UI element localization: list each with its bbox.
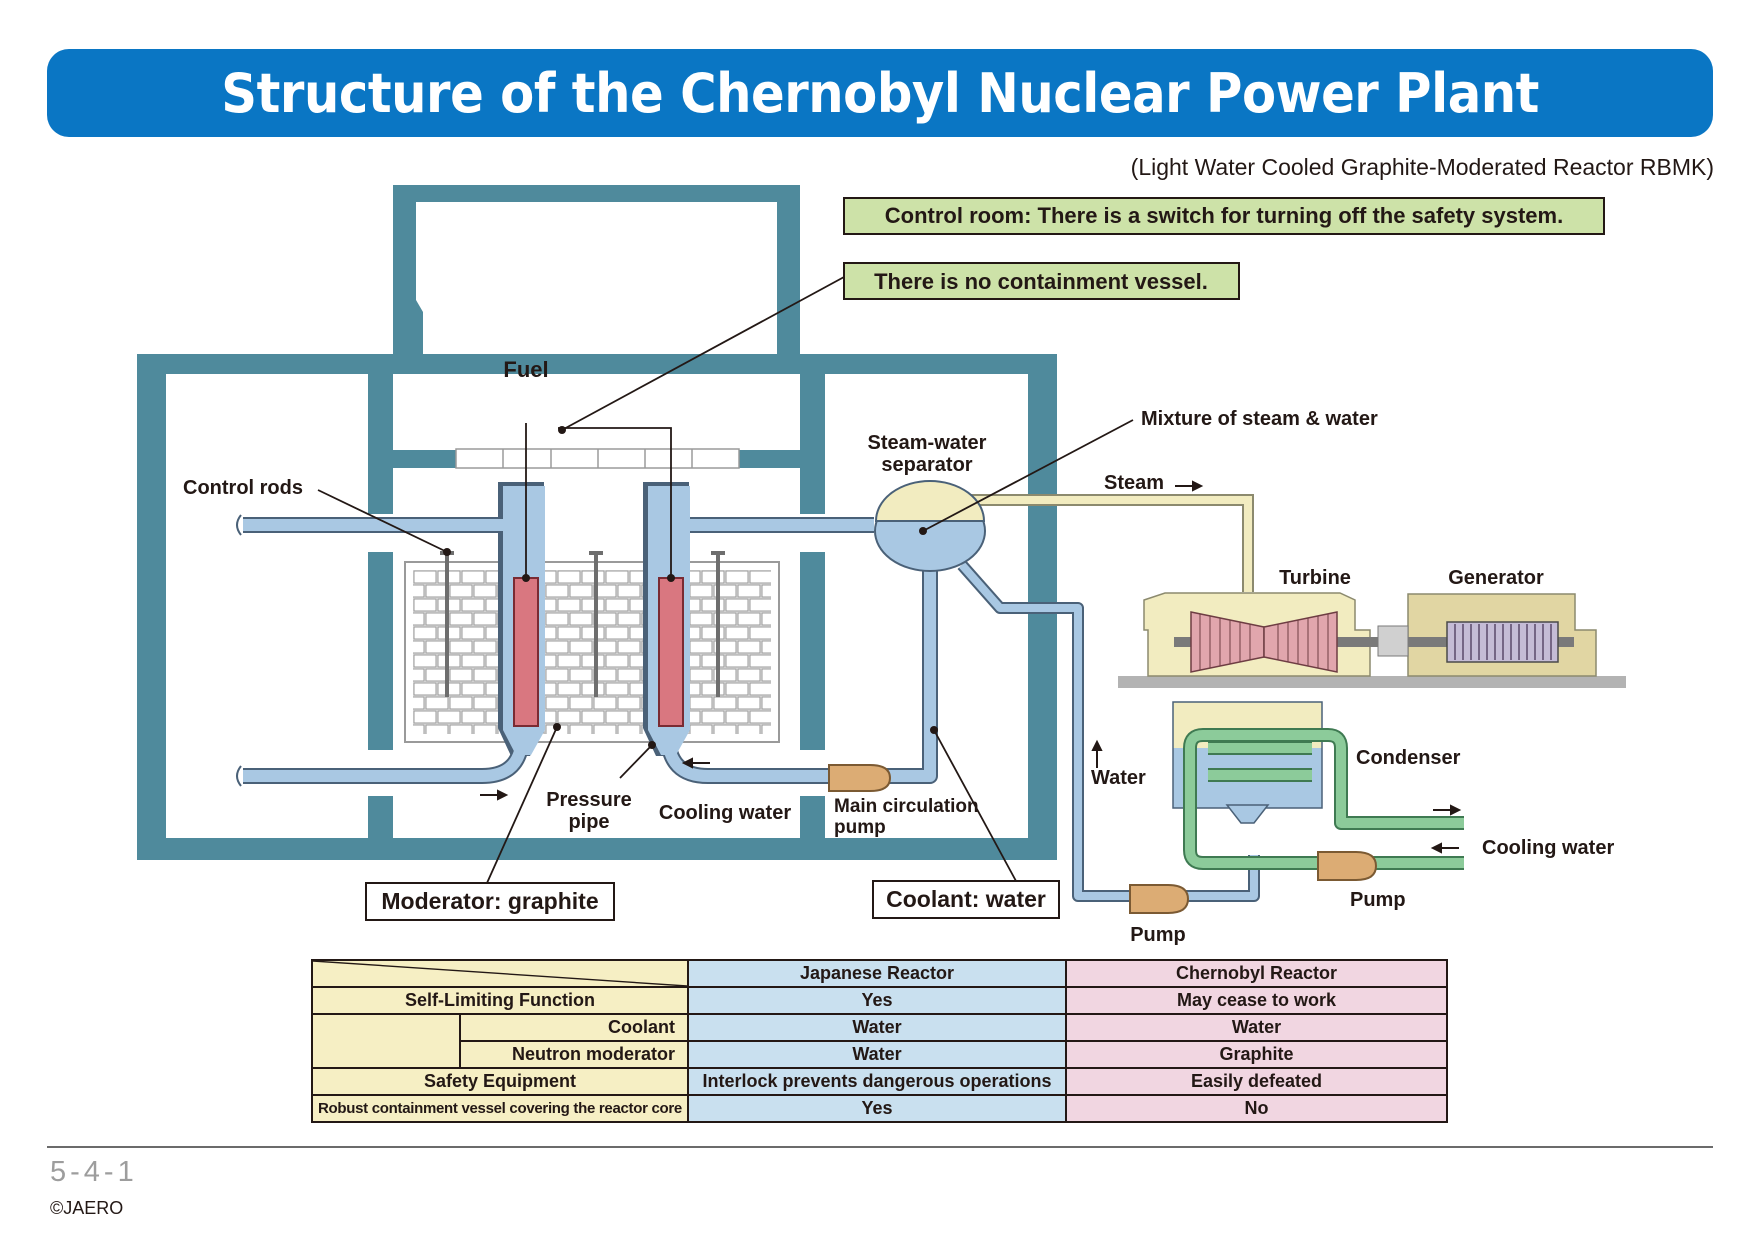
- page-title: Structure of the Chernobyl Nuclear Power…: [221, 61, 1539, 125]
- chernobyl-value: May cease to work: [1065, 986, 1448, 1015]
- pressure-pipe-label-line1: Pressure: [546, 789, 632, 811]
- coolant-callout: Coolant: water: [886, 886, 1046, 912]
- row-label: Self-Limiting Function: [311, 986, 689, 1015]
- main-circulation-pump: [828, 764, 892, 792]
- table-row: Robust containment vessel covering the r…: [311, 1094, 1448, 1123]
- steam-pipe: [900, 494, 1254, 592]
- turbine-label: Turbine: [1279, 567, 1351, 589]
- table-row: Coolant Water Water: [311, 1013, 1448, 1069]
- water-return-piping: [957, 561, 1260, 902]
- separator-label-line2: separator: [881, 454, 972, 476]
- japanese-value: Water: [687, 1013, 1067, 1042]
- cooling-water-right-label: Cooling water: [1482, 837, 1614, 859]
- mixture-label: Mixture of steam & water: [1141, 408, 1378, 430]
- generator-label: Generator: [1448, 567, 1544, 589]
- table-row: Neutron moderator Water Graphite: [312, 1040, 1448, 1069]
- cooling-water-reactor-label: Cooling water: [659, 802, 791, 824]
- table-row: Self-Limiting Function Yes May cease to …: [311, 986, 1448, 1015]
- japanese-value: Yes: [687, 986, 1067, 1015]
- pump-right-label: Pump: [1350, 889, 1406, 911]
- pressure-pipe-label-line2: pipe: [568, 811, 609, 833]
- fuel-rods: [513, 577, 684, 727]
- lid-segments: [502, 449, 693, 468]
- coolant-callout-box: [872, 880, 1060, 919]
- row-label: Robust containment vessel covering the r…: [311, 1094, 689, 1123]
- condenser-pump: [1317, 851, 1378, 881]
- control-room-callout-box: [843, 197, 1605, 235]
- fuel-label: Fuel: [503, 357, 548, 382]
- diagonal-line: [317, 962, 683, 985]
- steam-water-separator: [874, 480, 986, 572]
- page-number: 5-4-1: [50, 1156, 138, 1188]
- comparison-table: Japanese Reactor Chernobyl Reactor Self-…: [311, 959, 1448, 1123]
- reactor-type-subtitle: (Light Water Cooled Graphite-Moderated R…: [1130, 154, 1714, 180]
- row-label: Neutron moderator: [459, 1040, 689, 1069]
- control-room-callout: Control room: There is a switch for turn…: [885, 203, 1563, 228]
- feedwater-pump: [1129, 884, 1190, 914]
- japanese-value: Interlock prevents dangerous operations: [687, 1067, 1067, 1096]
- main-pump-label-line2: pump: [834, 817, 886, 838]
- table-header-row: Japanese Reactor Chernobyl Reactor: [311, 959, 1448, 988]
- chernobyl-value: No: [1065, 1094, 1448, 1123]
- plant-diagram: Control room: There is a switch for turn…: [137, 185, 1626, 946]
- header-japanese: Japanese Reactor: [687, 959, 1067, 988]
- row-label: Safety Equipment: [311, 1067, 689, 1096]
- moderator-callout-box: [365, 882, 615, 921]
- row-label: Coolant: [459, 1013, 689, 1042]
- footer-rule: [47, 1146, 1713, 1148]
- indent-cell: [311, 1013, 461, 1069]
- condenser-cooling-loop: [1183, 728, 1464, 870]
- control-rods: [440, 551, 725, 697]
- main-pump-label-line1: Main circulation: [834, 796, 979, 817]
- condenser-label: Condenser: [1356, 747, 1461, 769]
- moderator-callout: Moderator: graphite: [381, 888, 598, 914]
- water-label: Water: [1091, 767, 1146, 789]
- table-corner-cell: [311, 959, 689, 988]
- leader-lines: [317, 276, 1134, 884]
- japanese-value: Water: [687, 1040, 1067, 1069]
- graphite-moderator-bricks: [413, 570, 771, 734]
- reactor-building: [137, 185, 1057, 860]
- no-containment-callout-box: [843, 262, 1240, 300]
- no-containment-callout: There is no containment vessel.: [874, 269, 1208, 294]
- pump-bottom-label: Pump: [1130, 924, 1186, 946]
- steam-label: Steam: [1104, 472, 1164, 494]
- leader-dots: [443, 426, 938, 749]
- copyright: ©JAERO: [50, 1198, 124, 1218]
- turbine-generator: [1118, 592, 1626, 688]
- table-row: Safety Equipment Interlock prevents dang…: [311, 1067, 1448, 1096]
- flow-arrows: [480, 480, 1462, 854]
- title-bar: Structure of the Chernobyl Nuclear Power…: [47, 49, 1713, 137]
- chernobyl-value: Water: [1065, 1013, 1448, 1042]
- separator-label-line1: Steam-water: [868, 432, 987, 454]
- japanese-value: Yes: [687, 1094, 1067, 1123]
- chernobyl-value: Easily defeated: [1065, 1067, 1448, 1096]
- control-rods-label: Control rods: [183, 477, 303, 499]
- header-chernobyl: Chernobyl Reactor: [1065, 959, 1448, 988]
- chernobyl-value: Graphite: [1065, 1040, 1448, 1069]
